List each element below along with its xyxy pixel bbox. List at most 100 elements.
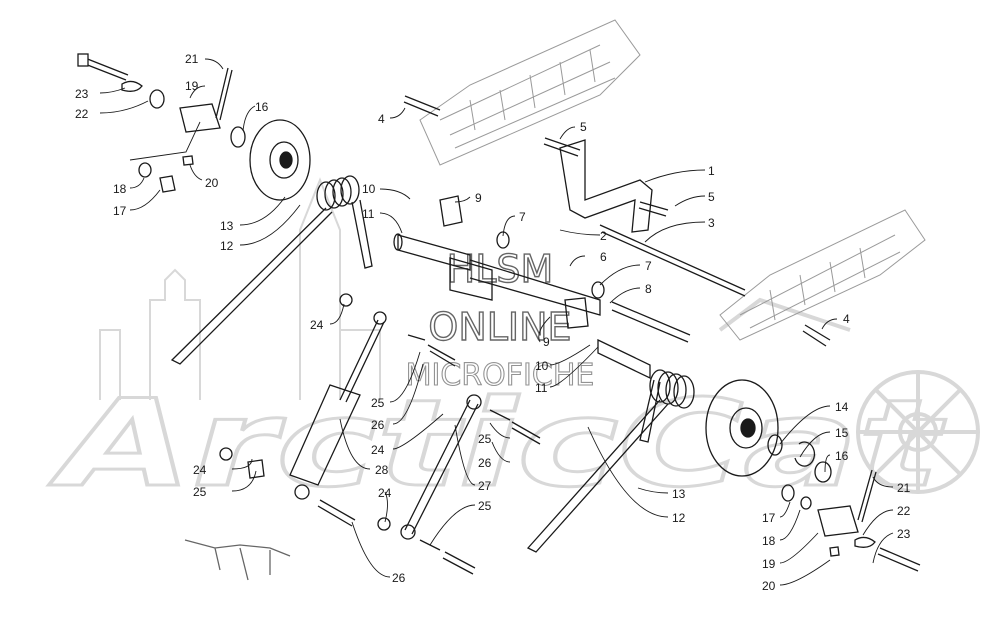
callout-24-c: 24 <box>193 463 207 477</box>
callout-7-lower: 7 <box>645 259 652 273</box>
bolt-23-lower <box>877 547 921 572</box>
watermark: ArcticCat HLSM ONLINE MICROFICHE <box>47 177 980 516</box>
callout-24-b: 24 <box>371 443 385 457</box>
torsion-spring-lower <box>526 369 695 553</box>
callout-2: 2 <box>600 229 607 243</box>
washer-22-upper <box>121 80 143 92</box>
callout-9-lower: 9 <box>543 335 550 349</box>
bushing-19-upper <box>149 89 165 109</box>
washer-18-upper <box>138 162 152 178</box>
parts <box>77 53 921 581</box>
bumper-9-upper <box>439 195 463 227</box>
callout-8: 8 <box>645 282 652 296</box>
bolt-4-upper <box>403 95 441 117</box>
bolt-26-right <box>489 409 541 445</box>
nut-24-a <box>339 293 353 307</box>
bolt-25-upper <box>407 334 456 367</box>
callout-12-upper: 12 <box>220 239 234 253</box>
callout-17-lower: 17 <box>762 511 776 525</box>
callout-21-lower: 21 <box>897 481 911 495</box>
wheel-upper <box>249 119 311 201</box>
callout-4-upper: 4 <box>378 112 385 126</box>
callout-11-upper: 11 <box>362 207 375 221</box>
bearing-14 <box>767 434 783 456</box>
callout-14: 14 <box>835 400 849 414</box>
callout-13-upper: 13 <box>220 219 234 233</box>
callout-9-upper: 9 <box>475 191 482 205</box>
upper-rail <box>419 19 641 166</box>
callout-23-lower: 23 <box>897 527 911 541</box>
callout-22-lower: 22 <box>897 504 911 518</box>
callout-16-upper: 16 <box>255 100 269 114</box>
callout-1: 1 <box>708 164 715 178</box>
callout-13-lower: 13 <box>672 487 686 501</box>
leader-lines <box>99 58 894 586</box>
bolt-26-bottom <box>419 539 476 575</box>
callout-25-c: 25 <box>193 485 207 499</box>
callout-17-upper: 17 <box>113 204 127 218</box>
callout-10-lower: 10 <box>535 359 549 373</box>
pin-20-lower <box>829 546 840 557</box>
shock-absorber <box>289 311 387 500</box>
rod-3 <box>599 224 746 297</box>
bolt-5-lower <box>638 201 669 217</box>
pivot-arm <box>449 257 493 301</box>
bolt-23-upper <box>77 53 129 81</box>
callout-15: 15 <box>835 426 849 440</box>
watermark-castle <box>99 177 381 400</box>
callout-24-a: 24 <box>310 318 324 332</box>
snap-ring-15 <box>794 441 816 467</box>
callout-28: 28 <box>375 463 389 477</box>
bolt-26-lower <box>317 499 356 527</box>
callout-18-upper: 18 <box>113 182 127 196</box>
bumper-9-lower <box>564 297 589 329</box>
callout-25-d: 25 <box>478 499 492 513</box>
lower-rail <box>719 209 926 341</box>
bushing-7-b <box>591 281 605 299</box>
bolt-21-lower <box>857 469 877 523</box>
link-27 <box>400 394 482 540</box>
callout-20-lower: 20 <box>762 579 776 593</box>
washer-18-lower <box>800 496 812 510</box>
callout-26-a: 26 <box>371 418 385 432</box>
callout-25-b: 25 <box>478 432 492 446</box>
nut-24-c <box>377 517 391 531</box>
cross-shaft <box>393 233 601 316</box>
callout-6: 6 <box>600 250 607 264</box>
washer-16-upper <box>230 126 246 148</box>
callout-24-d: 24 <box>378 486 392 500</box>
wheel-lower <box>705 379 779 477</box>
bracket-1 <box>559 139 653 233</box>
callout-19-upper: 19 <box>185 79 199 93</box>
watermark-wheel <box>718 297 980 494</box>
callout-23-upper: 23 <box>75 87 89 101</box>
callout-5-upper: 5 <box>580 120 587 134</box>
rod-8 <box>611 301 691 343</box>
watermark-brand: ArcticCat <box>49 375 947 514</box>
bolt-5-upper <box>543 137 581 157</box>
callout-16-lower: 16 <box>835 449 849 463</box>
watermark-line3: MICROFICHE <box>406 358 595 393</box>
callout-3: 3 <box>708 216 715 230</box>
callout-20-upper: 20 <box>205 176 219 190</box>
pivot-block-upper <box>179 103 221 133</box>
callout-26-c: 26 <box>392 571 406 585</box>
frame-stub <box>184 539 291 581</box>
callout-4-lower: 4 <box>843 312 850 326</box>
callout-10-upper: 10 <box>362 182 376 196</box>
callout-12-lower: 12 <box>672 511 686 525</box>
watermark-line2: ONLINE <box>428 305 571 349</box>
bushing-17-lower <box>781 484 795 502</box>
washer-22-lower <box>854 536 876 548</box>
washer-16-lower <box>814 461 832 483</box>
callout-21-upper: 21 <box>185 52 199 66</box>
shaft-11-lower <box>597 338 651 380</box>
callout-26-b: 26 <box>478 456 492 470</box>
callouts: 21 19 23 22 16 18 20 17 13 12 10 9 11 4 … <box>75 52 911 593</box>
callout-5-lower: 5 <box>708 190 715 204</box>
callout-25-a: 25 <box>371 396 385 410</box>
bolt-21-upper <box>215 67 233 121</box>
spacer-25-left <box>247 459 265 479</box>
